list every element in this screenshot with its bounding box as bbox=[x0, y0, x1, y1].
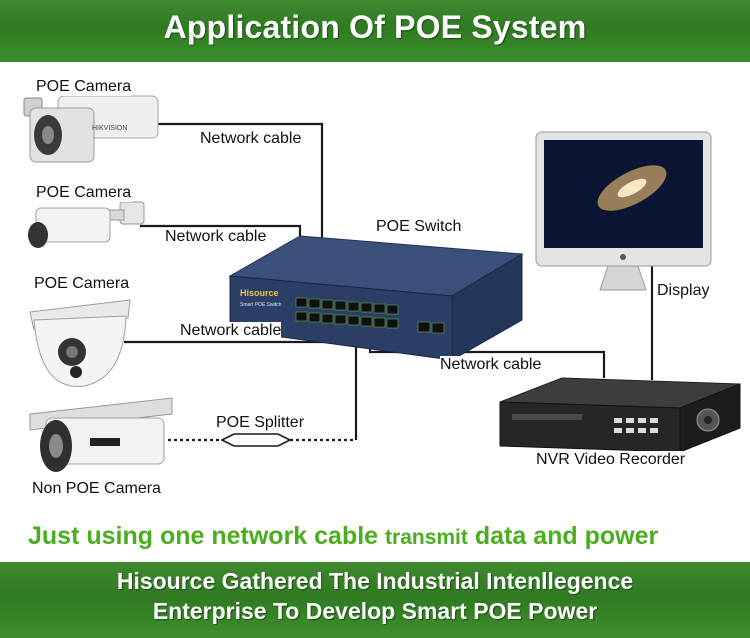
tagline: Just using one network cable transmit da… bbox=[28, 522, 658, 551]
camera1-brand-text: HIKVISION bbox=[92, 125, 127, 132]
tagline-part3: data and power bbox=[474, 522, 659, 550]
switch-label: POE Switch bbox=[376, 218, 462, 236]
nvr-label: NVR Video Recorder bbox=[536, 451, 686, 469]
monitor-icon bbox=[535, 131, 712, 291]
footer-line-2: Enterprise To Develop Smart POE Power bbox=[152, 598, 598, 624]
camera3-label: POE Camera bbox=[34, 275, 130, 293]
mini-bullet-camera-icon bbox=[28, 201, 145, 248]
tagline-part2: transmit bbox=[385, 526, 468, 549]
footer-banner bbox=[0, 562, 750, 638]
cable1-label: Network cable bbox=[200, 130, 302, 148]
poe-switch-icon: Hisource Smart POE Switch bbox=[228, 235, 524, 361]
switch-brand-text: Hisource bbox=[240, 288, 279, 298]
cable2-label: Network cable bbox=[165, 228, 267, 246]
switch-model-text: Smart POE Switch bbox=[240, 302, 282, 308]
non-poe-camera-icon bbox=[29, 397, 173, 472]
splitter-label: POE Splitter bbox=[216, 414, 305, 432]
footer-line-1: Hisource Gathered The Industrial Intenll… bbox=[116, 568, 634, 594]
cable3-label: Network cable bbox=[180, 322, 282, 340]
tagline-part1: Just using one network cable bbox=[28, 522, 379, 550]
dome-camera-icon bbox=[29, 299, 131, 387]
bullet-camera-icon: HIKVISION bbox=[23, 95, 159, 163]
display-label: Display bbox=[657, 282, 710, 300]
camera1-label: POE Camera bbox=[36, 78, 132, 96]
cable4-label: Network cable bbox=[440, 356, 542, 374]
nvr-recorder-icon bbox=[499, 377, 741, 453]
header-banner bbox=[0, 0, 750, 62]
poe-splitter-icon bbox=[220, 433, 292, 447]
camera2-label: POE Camera bbox=[36, 184, 132, 202]
camera4-label: Non POE Camera bbox=[32, 480, 161, 498]
page-title: Application Of POE System bbox=[163, 9, 587, 45]
cable-line-1 bbox=[158, 122, 324, 278]
